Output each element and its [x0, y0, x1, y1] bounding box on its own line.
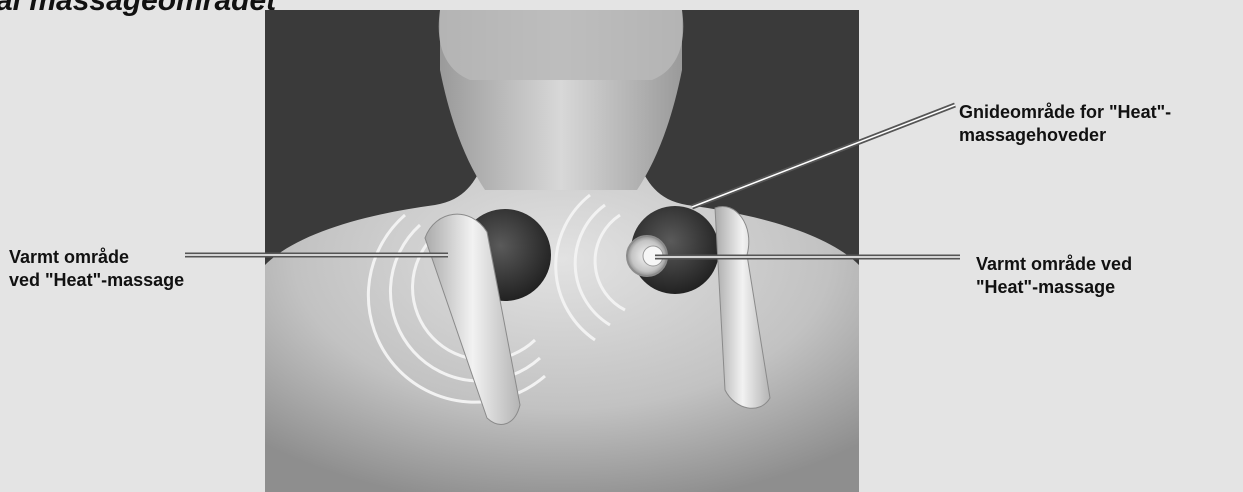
massage-illustration: [265, 10, 859, 492]
heat-disc-inner: [643, 246, 663, 266]
label-right-bottom-line1: Varmt område ved: [976, 253, 1132, 276]
label-right-top-line1: Gnideområde for "Heat"-: [959, 101, 1171, 124]
label-warm-area-right: Varmt område ved "Heat"-massage: [976, 253, 1132, 299]
label-left-line1: Varmt område: [9, 246, 184, 269]
label-right-top-line2: massagehoveder: [959, 124, 1171, 147]
label-warm-area-left: Varmt område ved "Heat"-massage: [9, 246, 184, 292]
label-rubbing-area: Gnideområde for "Heat"- massagehoveder: [959, 101, 1171, 147]
head-back-shape: [439, 10, 684, 80]
label-left-line2: ved "Heat"-massage: [9, 269, 184, 292]
label-right-bottom-line2: "Heat"-massage: [976, 276, 1132, 299]
page-title: al massageområdet: [0, 0, 276, 18]
